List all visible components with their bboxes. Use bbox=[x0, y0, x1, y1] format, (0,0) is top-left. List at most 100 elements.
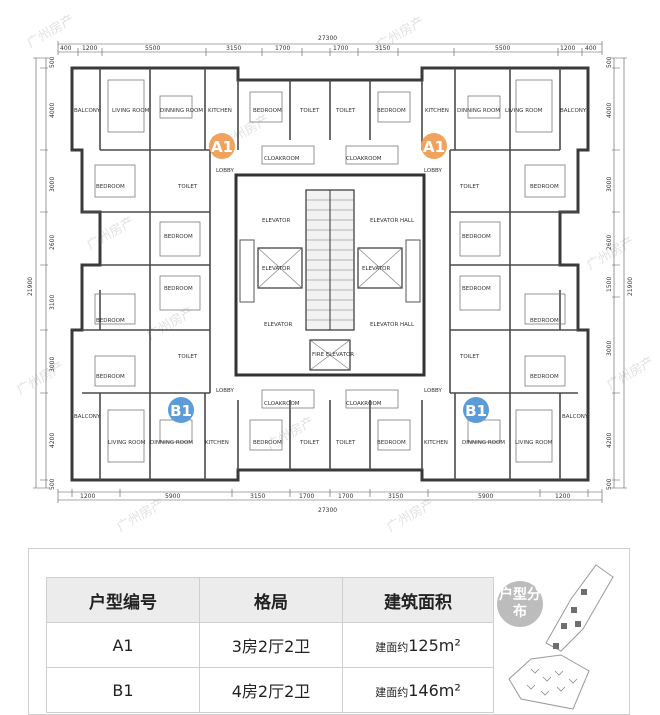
left-dim: 2600 bbox=[49, 235, 56, 250]
unit-marker-b1-right: B1 bbox=[463, 397, 489, 423]
area-prefix: 建面约 bbox=[375, 640, 409, 654]
bottom-dim: 3150 bbox=[388, 493, 403, 500]
room-label-elevator-hall: ELEVATOR HALL bbox=[370, 322, 415, 328]
room-label-bedroom: BEDROOM bbox=[377, 108, 406, 114]
room-label-cloakroom: CLOAKROOM bbox=[264, 401, 300, 407]
room-label-toilet: TOILET bbox=[177, 354, 198, 360]
room-label-balcony: BALCONY bbox=[74, 108, 101, 114]
overall-width-top: 27300 bbox=[318, 35, 337, 42]
room-label-living: LIVING ROOM bbox=[515, 440, 553, 446]
distribution-badge: 户型分布 bbox=[497, 581, 543, 627]
left-dim: 500 bbox=[49, 56, 56, 68]
unit-code: B1 bbox=[46, 667, 200, 713]
watermark: 广州房产 bbox=[604, 354, 657, 394]
area-value: 125m² bbox=[408, 635, 461, 655]
room-label-kitchen: KITCHEN bbox=[208, 108, 232, 114]
room-label-bedroom: BEDROOM bbox=[164, 234, 193, 240]
room-label-bedroom: BEDROOM bbox=[377, 440, 406, 446]
room-label-lobby: LOBBY bbox=[424, 388, 442, 394]
unit-layout: 4房2厅2卫 bbox=[199, 667, 343, 713]
room-label-toilet: TOILET bbox=[459, 184, 480, 190]
right-dim: 1500 bbox=[606, 277, 613, 292]
room-label-kitchen: KITCHEN bbox=[205, 440, 229, 446]
room-label-balcony: BALCONY bbox=[562, 414, 589, 420]
bottom-dim: 5900 bbox=[478, 493, 493, 500]
room-label-toilet: TOILET bbox=[299, 440, 320, 446]
room-label-cloakroom: CLOAKROOM bbox=[346, 156, 382, 162]
overall-width-bottom: 27300 bbox=[318, 507, 337, 514]
right-dim: 3000 bbox=[606, 341, 613, 356]
room-label-elevator: ELEVATOR bbox=[264, 322, 292, 328]
unit-marker-a1-left: A1 bbox=[209, 133, 235, 159]
top-dim: 3150 bbox=[375, 45, 390, 52]
area-value: 146m² bbox=[408, 680, 461, 700]
left-dim: 500 bbox=[49, 478, 56, 490]
right-dim: 2600 bbox=[606, 235, 613, 250]
header-unit-code: 户型编号 bbox=[46, 577, 200, 623]
room-label-cloakroom: CLOAKROOM bbox=[346, 401, 382, 407]
room-label-toilet: TOILET bbox=[335, 108, 356, 114]
unit-marker-a1-right: A1 bbox=[421, 133, 447, 159]
room-label-living: LIVING ROOM bbox=[112, 108, 150, 114]
room-label-toilet: TOILET bbox=[299, 108, 320, 114]
room-label-lobby: LOBBY bbox=[424, 168, 442, 174]
room-label-bedroom: BEDROOM bbox=[530, 318, 559, 324]
room-label-toilet: TOILET bbox=[459, 354, 480, 360]
room-label-bedroom: BEDROOM bbox=[530, 184, 559, 190]
left-dim: 4200 bbox=[49, 433, 56, 448]
svg-text:B1: B1 bbox=[170, 402, 192, 420]
bottom-dim: 1200 bbox=[555, 493, 570, 500]
room-label-toilet: TOILET bbox=[335, 440, 356, 446]
room-label-kitchen: KITCHEN bbox=[425, 108, 449, 114]
right-dim: 500 bbox=[606, 56, 613, 68]
room-label-bedroom: BEDROOM bbox=[462, 234, 491, 240]
svg-text:A1: A1 bbox=[423, 138, 445, 156]
bottom-dim: 1200 bbox=[80, 493, 95, 500]
room-label-fire-elevator: FIRE ELEVATOR bbox=[312, 352, 354, 358]
room-label-toilet: TOILET bbox=[177, 184, 198, 190]
room-label-bedroom: BEDROOM bbox=[96, 374, 125, 380]
right-dim: 500 bbox=[606, 478, 613, 490]
table-row: B1 4房2厅2卫 建面约146m² bbox=[46, 667, 494, 713]
top-dim: 400 bbox=[60, 45, 72, 52]
top-dim: 1700 bbox=[333, 45, 348, 52]
svg-text:A1: A1 bbox=[211, 138, 233, 156]
watermark: 广州房产 bbox=[384, 496, 437, 536]
room-label-dining: DINNING ROOM bbox=[462, 440, 505, 446]
bottom-dim: 5900 bbox=[165, 493, 180, 500]
unit-area: 建面约146m² bbox=[342, 667, 494, 713]
room-label-lobby: LOBBY bbox=[216, 388, 234, 394]
room-label-dining: DINNING ROOM bbox=[150, 440, 193, 446]
unit-code: A1 bbox=[46, 622, 200, 668]
left-dim: 3000 bbox=[49, 357, 56, 372]
room-label-elevator: ELEVATOR bbox=[262, 266, 290, 272]
room-label-bedroom: BEDROOM bbox=[96, 318, 125, 324]
left-dim: 3100 bbox=[49, 295, 56, 310]
unit-marker-b1-left: B1 bbox=[168, 397, 194, 423]
room-label-elevator: ELEVATOR bbox=[362, 266, 390, 272]
exterior-walls bbox=[70, 66, 590, 482]
room-label-elevator-hall: ELEVATOR HALL bbox=[370, 218, 415, 224]
table-header-row: 户型编号 格局 建筑面积 bbox=[46, 577, 494, 623]
watermark: 广州房产 bbox=[144, 304, 197, 344]
top-dim: 1200 bbox=[82, 45, 97, 52]
top-dim: 1200 bbox=[560, 45, 575, 52]
bottom-dim: 1700 bbox=[338, 493, 353, 500]
bottom-dim: 1700 bbox=[299, 493, 314, 500]
room-label-bedroom: BEDROOM bbox=[253, 440, 282, 446]
room-label-bedroom: BEDROOM bbox=[253, 108, 282, 114]
core bbox=[234, 173, 426, 377]
room-label-bedroom: BEDROOM bbox=[530, 374, 559, 380]
room-label-dining: DINNING ROOM bbox=[457, 108, 500, 114]
watermark: 广州房产 bbox=[84, 214, 137, 254]
bottom-dim: 3150 bbox=[250, 493, 265, 500]
room-label-elevator: ELEVATOR bbox=[262, 218, 290, 224]
top-dim: 3150 bbox=[226, 45, 241, 52]
right-dim: 4200 bbox=[606, 433, 613, 448]
room-label-cloakroom: CLOAKROOM bbox=[264, 156, 300, 162]
left-dim: 3000 bbox=[49, 177, 56, 192]
overall-height-right: 21900 bbox=[627, 277, 634, 296]
overall-height-left: 21900 bbox=[27, 277, 34, 296]
header-area: 建筑面积 bbox=[342, 577, 494, 623]
svg-text:B1: B1 bbox=[465, 402, 487, 420]
